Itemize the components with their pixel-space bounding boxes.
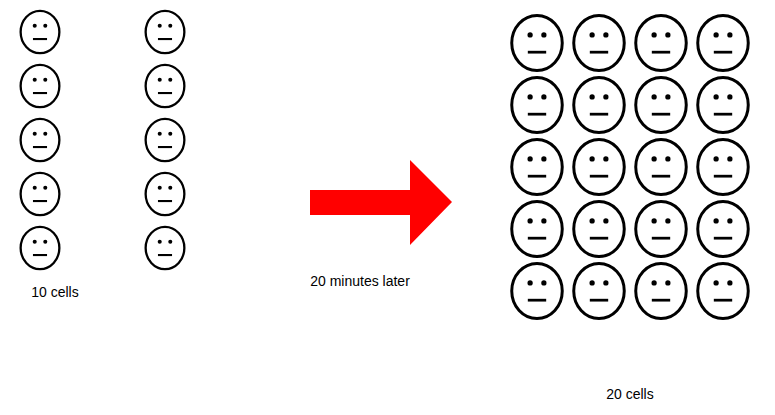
cell-face bbox=[698, 15, 749, 70]
cell-face bbox=[636, 77, 687, 132]
cell-face bbox=[146, 65, 185, 107]
cell-face bbox=[146, 227, 185, 269]
cell-face bbox=[636, 201, 687, 256]
cell-face bbox=[698, 263, 749, 318]
cell-face bbox=[512, 139, 563, 194]
cell-group-after bbox=[512, 15, 749, 318]
cell-face bbox=[146, 11, 185, 53]
cell-face bbox=[512, 263, 563, 318]
count-label: 20 cells bbox=[570, 385, 690, 403]
cell-face bbox=[512, 15, 563, 70]
cell-face bbox=[574, 15, 625, 70]
cell-face bbox=[636, 139, 687, 194]
cell-face bbox=[21, 65, 60, 107]
cell-face bbox=[698, 201, 749, 256]
cell-face bbox=[21, 11, 60, 53]
cell-face bbox=[21, 119, 60, 161]
cell-face bbox=[574, 139, 625, 194]
cell-group-before bbox=[21, 11, 185, 269]
cell-face bbox=[146, 119, 185, 161]
count-label: 10 cells bbox=[0, 283, 110, 301]
cell-face bbox=[698, 77, 749, 132]
cell-face bbox=[698, 139, 749, 194]
cell-face bbox=[512, 201, 563, 256]
cell-face bbox=[574, 263, 625, 318]
time-arrow bbox=[310, 160, 452, 245]
cell-face bbox=[636, 15, 687, 70]
cell-face bbox=[574, 201, 625, 256]
cell-face bbox=[21, 173, 60, 215]
cell-face bbox=[574, 77, 625, 132]
cell-face bbox=[21, 227, 60, 269]
cell-face bbox=[636, 263, 687, 318]
cell-face bbox=[146, 173, 185, 215]
time-label: 20 minutes later bbox=[280, 272, 440, 290]
cell-face bbox=[512, 77, 563, 132]
